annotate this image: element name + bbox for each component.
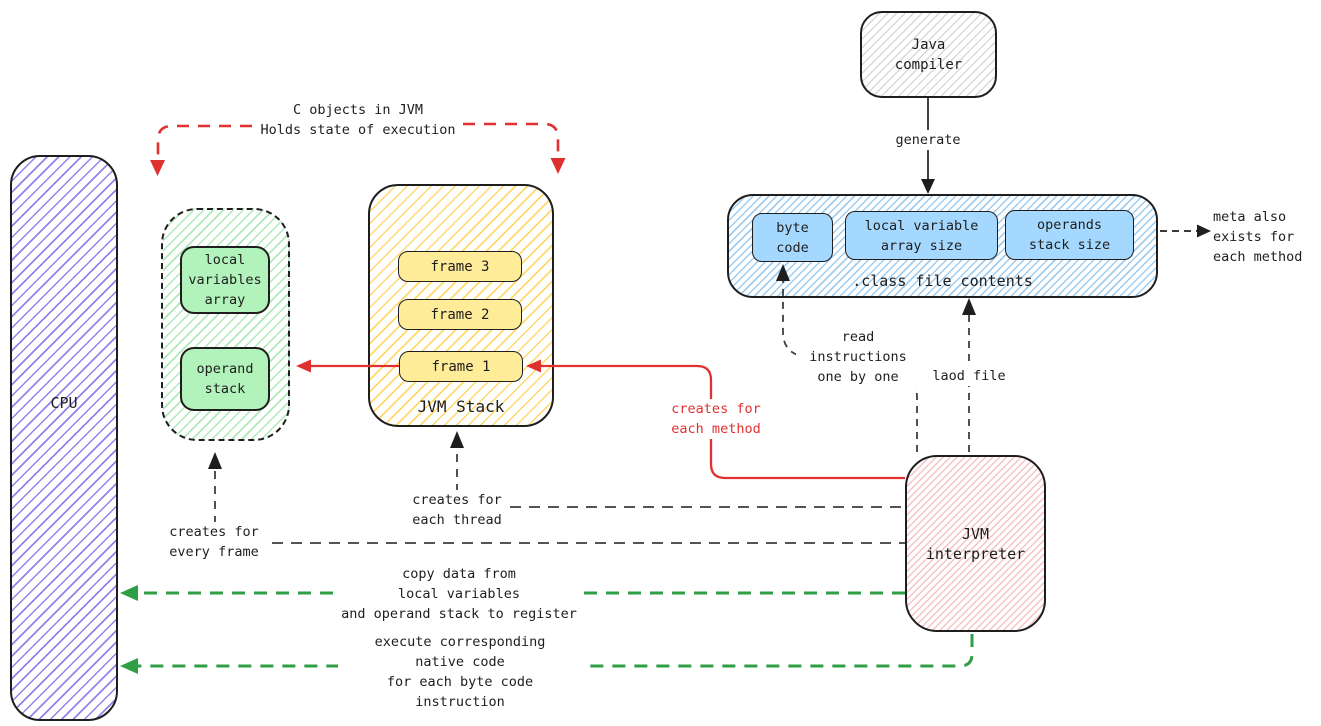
operand-stack-box: operand stack bbox=[180, 347, 270, 411]
creates-for-each-thread-label: creates for each thread bbox=[404, 490, 510, 530]
byte-code-box: byte code bbox=[752, 213, 833, 262]
creates-for-each-thread-arrow bbox=[450, 431, 905, 508]
creates-for-every-frame-label: creates for every frame bbox=[158, 522, 270, 562]
creates-for-each-method-label: creates for each method bbox=[656, 399, 776, 439]
cpu-box: CPU bbox=[10, 155, 118, 721]
jvm-stack-caption: JVM Stack bbox=[417, 397, 505, 416]
java-compiler-box: Java compiler bbox=[860, 11, 997, 98]
operands-stack-size-label: operands stack size bbox=[1028, 217, 1111, 253]
local-variables-array-label: local variables array bbox=[188, 252, 262, 308]
java-compiler-label: Java compiler bbox=[894, 36, 963, 73]
creates-for-every-frame-arrow bbox=[208, 452, 905, 544]
meta-note-label: meta also exists for each method bbox=[1213, 209, 1303, 265]
top-note-right-arrow bbox=[463, 122, 566, 174]
frame-2-box: frame 2 bbox=[398, 299, 522, 330]
byte-code-label: byte code bbox=[776, 219, 809, 256]
local-variable-array-size-label: local variable array size bbox=[864, 217, 979, 254]
cpu-label: CPU bbox=[50, 394, 78, 412]
operand-stack-label: operand stack bbox=[196, 361, 254, 397]
class-file-caption: .class file contents bbox=[852, 272, 1033, 290]
execute-native-label: execute corresponding native code for ea… bbox=[338, 632, 582, 712]
top-note-label: C objects in JVM Holds state of executio… bbox=[260, 102, 456, 138]
jvm-interpreter-label: JVM interpreter bbox=[925, 524, 1026, 563]
meta-note-arrow bbox=[1160, 224, 1211, 238]
frame-3-label: frame 3 bbox=[430, 258, 490, 275]
local-variable-array-size-box: local variable array size bbox=[845, 211, 998, 260]
frame-3-box: frame 3 bbox=[398, 251, 522, 282]
copy-data-label: copy data from local variables and opera… bbox=[338, 564, 580, 624]
frame-2-label: frame 2 bbox=[430, 306, 490, 323]
operands-stack-size-box: operands stack size bbox=[1005, 210, 1134, 260]
jvm-interpreter-box: JVM interpreter bbox=[905, 455, 1046, 632]
read-instructions-label: read instructions one by one bbox=[796, 327, 920, 387]
top-note-left-arrow bbox=[150, 124, 252, 176]
frame-1-label: frame 1 bbox=[431, 358, 491, 375]
generate-label: generate bbox=[878, 130, 978, 150]
local-variables-array-box: local variables array bbox=[180, 246, 270, 314]
frame-1-box: frame 1 bbox=[399, 351, 523, 382]
load-file-label: laod file bbox=[926, 366, 1012, 386]
